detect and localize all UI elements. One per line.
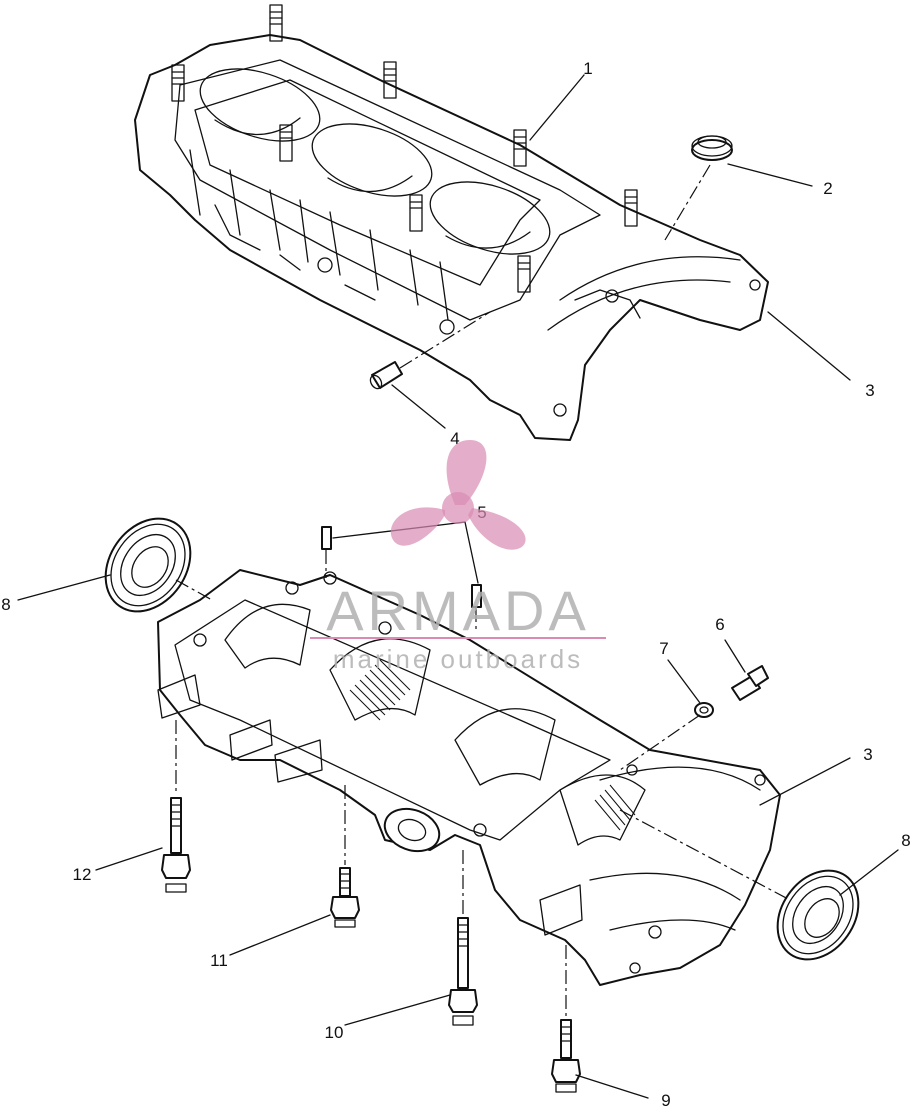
washer-part-7 <box>619 702 714 771</box>
callout-3-upper: 3 <box>865 381 874 400</box>
callout-8-left: 8 <box>1 595 10 614</box>
callout-3-lower: 3 <box>863 745 872 764</box>
callout-2: 2 <box>823 179 832 198</box>
plug-part-2 <box>664 135 733 241</box>
callout-7: 7 <box>659 639 668 658</box>
armada-watermark: ARMADA marine outboards <box>310 440 606 674</box>
bolt-part-11 <box>330 785 360 928</box>
callout-8-right: 8 <box>901 831 910 850</box>
callout-12: 12 <box>73 865 92 884</box>
dowel-pins-part-5 <box>321 526 482 630</box>
screw-part-6 <box>731 665 769 701</box>
callout-11: 11 <box>210 951 228 970</box>
upper-crankcase-half <box>134 4 769 441</box>
bolt-part-12 <box>161 720 191 893</box>
lower-crankcase-half <box>157 569 781 986</box>
leader-lines <box>17 74 899 1099</box>
oil-seal-part-8-right <box>619 809 860 961</box>
oil-seal-part-8-left <box>104 517 213 613</box>
callout-9: 9 <box>661 1091 670 1107</box>
callout-4: 4 <box>450 429 459 448</box>
bolt-part-9 <box>551 945 581 1093</box>
propeller-icon <box>390 440 526 550</box>
dowel-pin-part-4 <box>369 311 491 390</box>
callout-6: 6 <box>715 615 724 634</box>
callout-1: 1 <box>583 59 592 78</box>
callout-10: 10 <box>325 1023 344 1042</box>
bolt-part-10 <box>448 850 478 1026</box>
watermark-tagline: marine outboards <box>333 644 583 674</box>
watermark-brand: ARMADA <box>326 579 590 642</box>
